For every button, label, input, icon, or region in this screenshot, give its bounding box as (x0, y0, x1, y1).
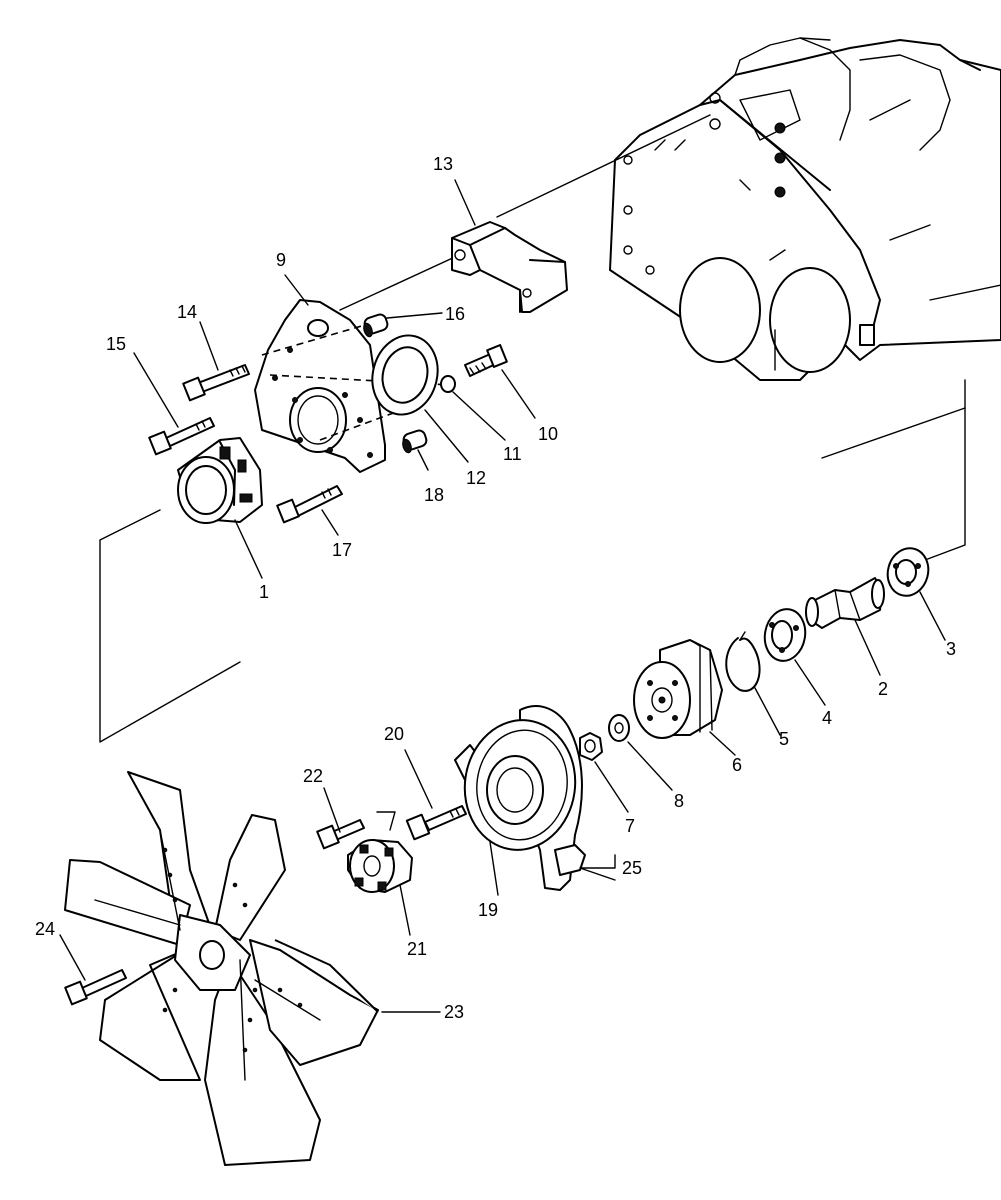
part-24-bolt (64, 969, 127, 1006)
callout-5: 5 (779, 729, 789, 749)
part-10-bolt (464, 344, 508, 377)
part-11-washer (440, 375, 456, 393)
callout-7: 7 (625, 816, 635, 836)
part-12-seal-ring (371, 334, 439, 416)
callout-19: 19 (478, 900, 498, 920)
callout-22: 22 (303, 766, 323, 786)
part-16-spacer (363, 313, 389, 338)
callout-23: 23 (444, 1002, 464, 1022)
callout-15: 15 (106, 334, 126, 354)
part-22-bolt (316, 819, 365, 850)
callout-17: 17 (332, 540, 352, 560)
part-5-snap-ring (725, 631, 761, 692)
part-8-washer (608, 714, 630, 742)
callout-4: 4 (822, 708, 832, 728)
part-19-pulley (463, 719, 577, 851)
callout-2: 2 (878, 679, 888, 699)
part-18-spacer (402, 429, 428, 454)
callout-3: 3 (946, 639, 956, 659)
part-14-bolt (182, 364, 250, 402)
callout-25: 25 (622, 858, 642, 878)
part-23-fan (64, 771, 379, 1166)
part-2-shaft (805, 577, 885, 629)
part-13-bracket (451, 221, 568, 313)
callout-labels: 1 2 3 4 5 6 7 8 9 10 11 12 13 14 15 16 1… (35, 154, 956, 1022)
part-17-bolt (276, 485, 343, 524)
part-1-bearing-housing (177, 437, 263, 524)
callout-18: 18 (424, 485, 444, 505)
callout-12: 12 (466, 468, 486, 488)
callout-21: 21 (407, 939, 427, 959)
callout-1: 1 (259, 582, 269, 602)
callout-10: 10 (538, 424, 558, 444)
leader-lines (59, 179, 946, 1013)
part-4-bearing (763, 608, 807, 662)
part-7-nut (579, 732, 603, 761)
callout-8: 8 (674, 791, 684, 811)
callout-24: 24 (35, 919, 55, 939)
callout-13: 13 (433, 154, 453, 174)
part-15-bolt (148, 417, 215, 456)
part-3-bearing (886, 547, 930, 597)
engine-front-cover (609, 37, 1001, 381)
callout-11: 11 (503, 444, 522, 464)
callout-20: 20 (384, 724, 404, 744)
reference-lines (99, 114, 966, 743)
callout-9: 9 (276, 250, 286, 270)
callout-6: 6 (732, 755, 742, 775)
part-21-fan-spacer (347, 811, 413, 893)
part-6-pulley-hub (633, 639, 723, 739)
part-20-bolt (405, 805, 467, 841)
callout-14: 14 (177, 302, 197, 322)
callout-16: 16 (445, 304, 465, 324)
